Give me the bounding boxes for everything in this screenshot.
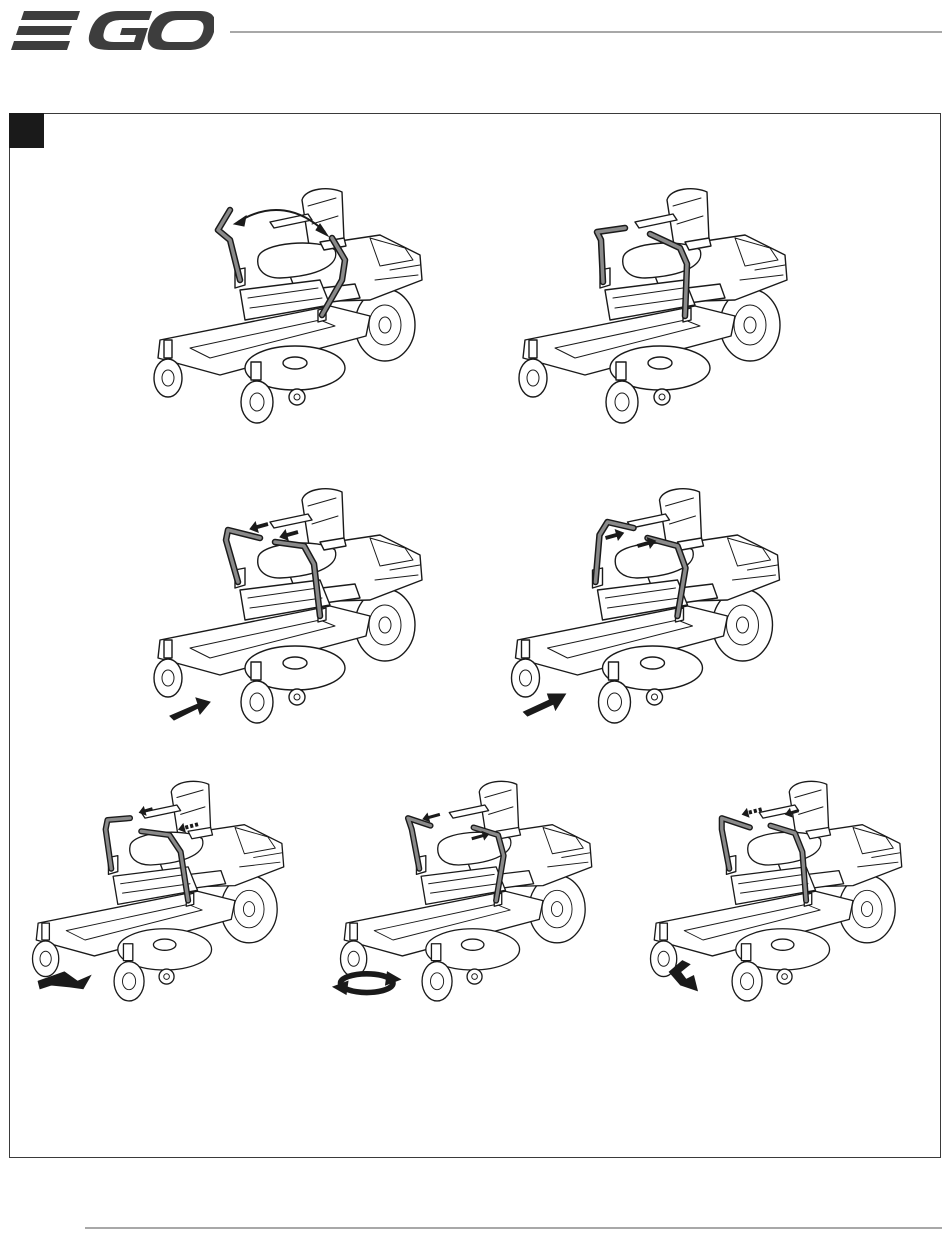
mower-body [519, 189, 787, 423]
mower-body [341, 781, 592, 1001]
header-rule [230, 31, 942, 33]
section-marker-icon [9, 113, 44, 148]
mower-drawing [495, 180, 815, 440]
spin-arrows [341, 974, 394, 993]
mower-body [154, 189, 422, 423]
left-back-arrow [606, 530, 624, 540]
mower-body [512, 489, 780, 723]
mower-panel-4 [480, 480, 815, 740]
mower-panel-7 [628, 765, 928, 1025]
mower-drawing [10, 765, 310, 1025]
mower-drawing [130, 180, 450, 440]
left-forward-arrow [423, 813, 440, 821]
mower-body [651, 781, 902, 1001]
mower-drawing [480, 480, 815, 740]
mower-panel-6 [318, 765, 618, 1025]
mower-drawing [318, 765, 618, 1025]
mower-drawing [130, 480, 450, 740]
right-forward-arrow [280, 530, 298, 540]
mower-body [154, 489, 422, 723]
ego-logo [10, 8, 214, 54]
left-forward-arrow [250, 522, 268, 532]
mower-body [33, 781, 284, 1001]
move-forward-arrow [170, 698, 210, 720]
mower-drawing [628, 765, 928, 1025]
mower-panel-5 [10, 765, 310, 1025]
footer-rule [85, 1227, 942, 1229]
mower-panel-3 [130, 480, 450, 740]
mower-panel-1 [130, 180, 450, 440]
mower-panel-2 [495, 180, 815, 440]
move-reverse-arrow [524, 694, 566, 716]
